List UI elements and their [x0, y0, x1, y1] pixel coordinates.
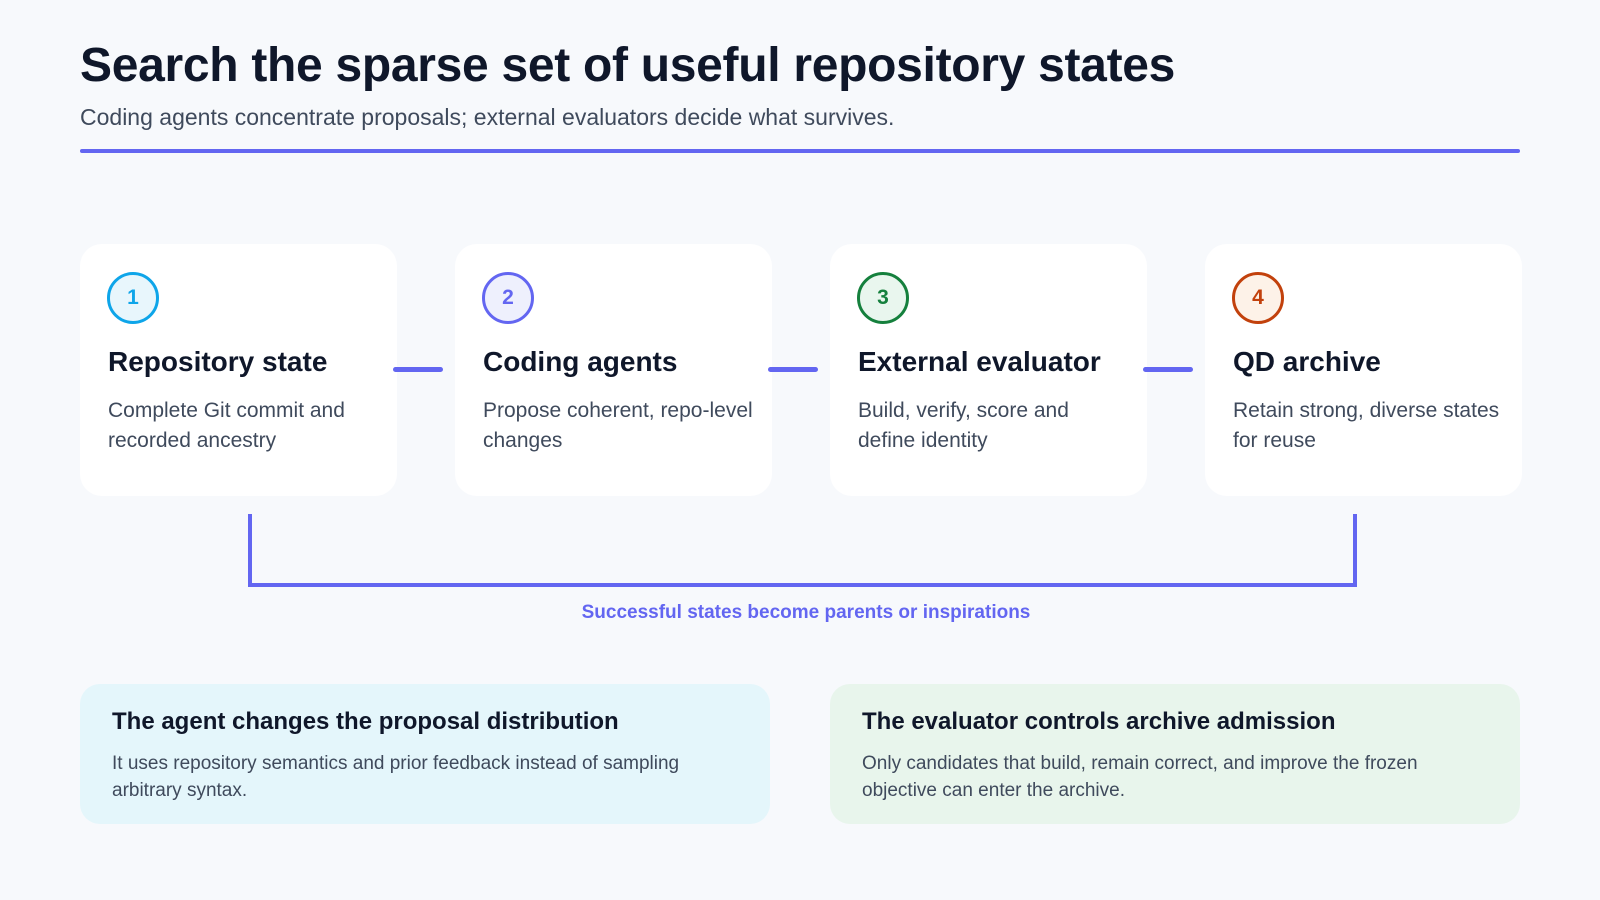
step-card-qd-archive: 4 QD archive Retain strong, diverse stat…: [1205, 244, 1522, 496]
step-number-badge: 1: [107, 272, 159, 324]
step-number-badge: 3: [857, 272, 909, 324]
step-description: Retain strong, diverse states for reuse: [1233, 399, 1500, 452]
note-card-evaluator: The evaluator controls archive admission…: [830, 684, 1520, 824]
flow-connector: [768, 367, 818, 372]
note-title: The agent changes the proposal distribut…: [112, 708, 619, 735]
flow-connector: [1143, 367, 1193, 372]
step-title: QD archive: [1233, 346, 1381, 377]
loop-caption: Successful states become parents or insp…: [581, 602, 1031, 623]
step-description: Complete Git commit and recorded ancestr…: [108, 399, 345, 452]
page-subtitle: Coding agents concentrate proposals; ext…: [80, 104, 895, 130]
step-title: Repository state: [108, 346, 328, 377]
step-description: Build, verify, score and define identity: [858, 399, 1069, 452]
step-title: Coding agents: [483, 346, 678, 377]
note-title: The evaluator controls archive admission: [862, 708, 1336, 735]
title-divider: [80, 149, 1520, 153]
page-title: Search the sparse set of useful reposito…: [80, 39, 1176, 92]
note-body: Only candidates that build, remain corre…: [862, 753, 1418, 801]
step-card-repository-state: 1 Repository state Complete Git commit a…: [80, 244, 397, 496]
step-number-badge: 4: [1232, 272, 1284, 324]
step-title: External evaluator: [858, 346, 1101, 377]
note-body: It uses repository semantics and prior f…: [112, 753, 680, 801]
flow-connector: [393, 367, 443, 372]
step-card-coding-agents: 2 Coding agents Propose coherent, repo-l…: [455, 244, 772, 496]
step-number-badge: 2: [482, 272, 534, 324]
step-description: Propose coherent, repo-level changes: [483, 399, 753, 452]
note-card-agent: The agent changes the proposal distribut…: [80, 684, 770, 824]
step-card-external-evaluator: 3 External evaluator Build, verify, scor…: [830, 244, 1147, 496]
